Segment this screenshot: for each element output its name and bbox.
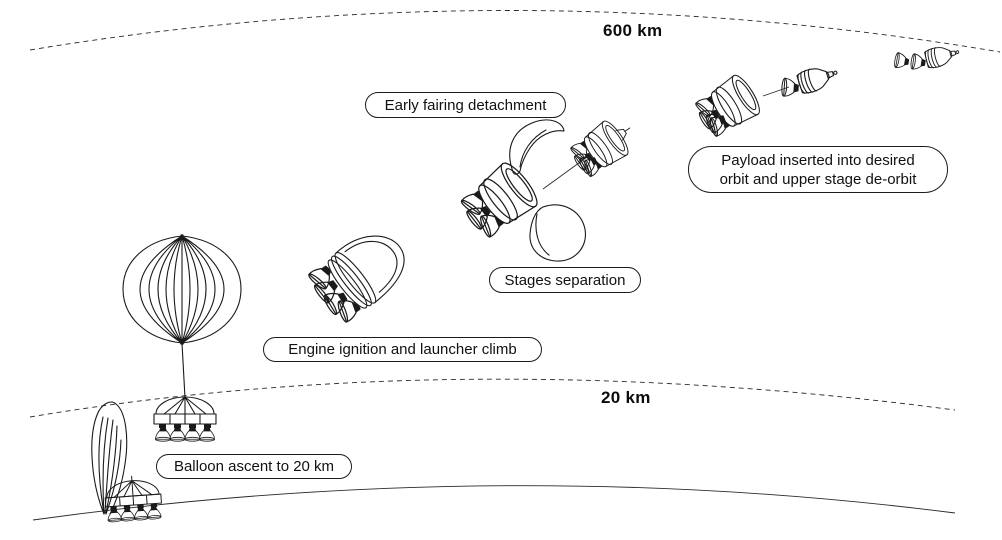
balloon-icon	[122, 234, 242, 345]
label-early-fairing-detachment: Early fairing detachment	[365, 92, 566, 118]
altitude-600km-arc	[29, 10, 1001, 53]
upper-stage-with-payload-icon	[566, 111, 642, 182]
detached-bell-icon	[893, 51, 911, 70]
orbiting-payload-icon	[907, 42, 961, 73]
altitude-20km-arc	[29, 378, 956, 418]
label-payload-insertion-line2: orbit and upper stage de-orbit	[719, 170, 917, 188]
altitude-label-600km: 600 km	[603, 21, 663, 40]
climbing-launcher-icon	[306, 235, 405, 324]
label-payload-insertion-line1: Payload inserted into desired	[721, 151, 915, 169]
label-engine-ignition: Engine ignition and launcher climb	[263, 337, 542, 362]
orbiting-payload-group	[893, 42, 961, 73]
tether-line	[181, 342, 186, 399]
fairing-half-lower-icon	[529, 204, 586, 262]
ground-launcher-icon	[104, 475, 162, 523]
label-balloon-ascent: Balloon ascent to 20 km	[156, 454, 352, 479]
payload-release-group	[690, 61, 840, 142]
altitude-label-20km: 20 km	[601, 388, 651, 407]
stage-separation-group	[455, 111, 642, 262]
earth-surface-arc	[32, 485, 956, 521]
ascending-launcher-icon	[153, 396, 217, 442]
fairing-half-upper-icon	[509, 119, 565, 175]
released-payload-icon	[776, 61, 840, 102]
first-stage-icon	[455, 158, 543, 244]
label-payload-insertion: Payload inserted into desired orbit and …	[688, 146, 948, 193]
label-stages-separation: Stages separation	[489, 267, 641, 293]
separation-axis-line	[542, 151, 595, 190]
deorbit-upper-stage-icon	[690, 71, 764, 142]
